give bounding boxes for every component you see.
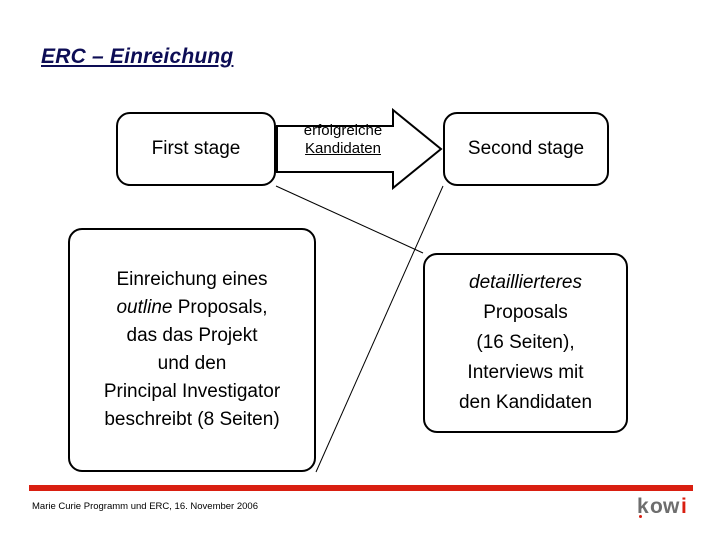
logo-letter-w: w	[663, 495, 680, 518]
footer-divider	[29, 485, 693, 491]
detail2-line-2: Proposals	[483, 302, 568, 323]
detail-line-1: Einreichung eines	[116, 269, 268, 290]
detail-line-2: outline Proposals,	[74, 294, 310, 322]
arrow-label-line2: Kandidaten	[305, 140, 381, 157]
detail-line-3: das das Projekt	[126, 325, 258, 346]
detail2-line-1: detaillierteres	[469, 272, 582, 293]
logo-letter-k: k	[637, 495, 649, 518]
first-stage-box[interactable]: First stage	[116, 112, 276, 186]
detail-line-2-italic: outline	[116, 297, 173, 318]
detail-line-2-rest: Proposals,	[172, 297, 268, 318]
logo-letter-i: i	[681, 495, 687, 518]
first-stage-detail-box[interactable]: Einreichung eines outline Proposals, das…	[68, 228, 316, 472]
detail2-line-3: (16 Seiten),	[476, 332, 575, 353]
detail-line-6: beschreibt (8 Seiten)	[104, 409, 280, 430]
second-stage-label: Second stage	[467, 138, 585, 159]
page-title: ERC – Einreichung	[41, 45, 234, 68]
arrow-label: erfolgreiche Kandidaten	[275, 122, 411, 158]
second-stage-detail-text: detaillierteres Proposals (16 Seiten), I…	[429, 268, 622, 418]
detail2-line-5: den Kandidaten	[458, 392, 593, 413]
second-stage-box[interactable]: Second stage	[443, 112, 609, 186]
second-stage-detail-box[interactable]: detaillierteres Proposals (16 Seiten), I…	[423, 253, 628, 433]
detail-line-4: und den	[157, 353, 227, 374]
arrow-label-line1: erfolgreiche	[303, 122, 383, 139]
first-stage-label: First stage	[151, 138, 241, 159]
logo-accent-dot	[639, 515, 642, 518]
footer-text: Marie Curie Programm und ERC, 16. Novemb…	[32, 501, 258, 512]
first-stage-detail-text: Einreichung eines outline Proposals, das…	[74, 266, 310, 434]
right-block-arrow	[275, 108, 445, 190]
detail2-line-4: Interviews mit	[467, 362, 584, 383]
detail-line-5: Principal Investigator	[103, 381, 281, 402]
logo-letter-o: o	[650, 495, 663, 518]
kowi-logo: k o w i	[637, 496, 697, 524]
